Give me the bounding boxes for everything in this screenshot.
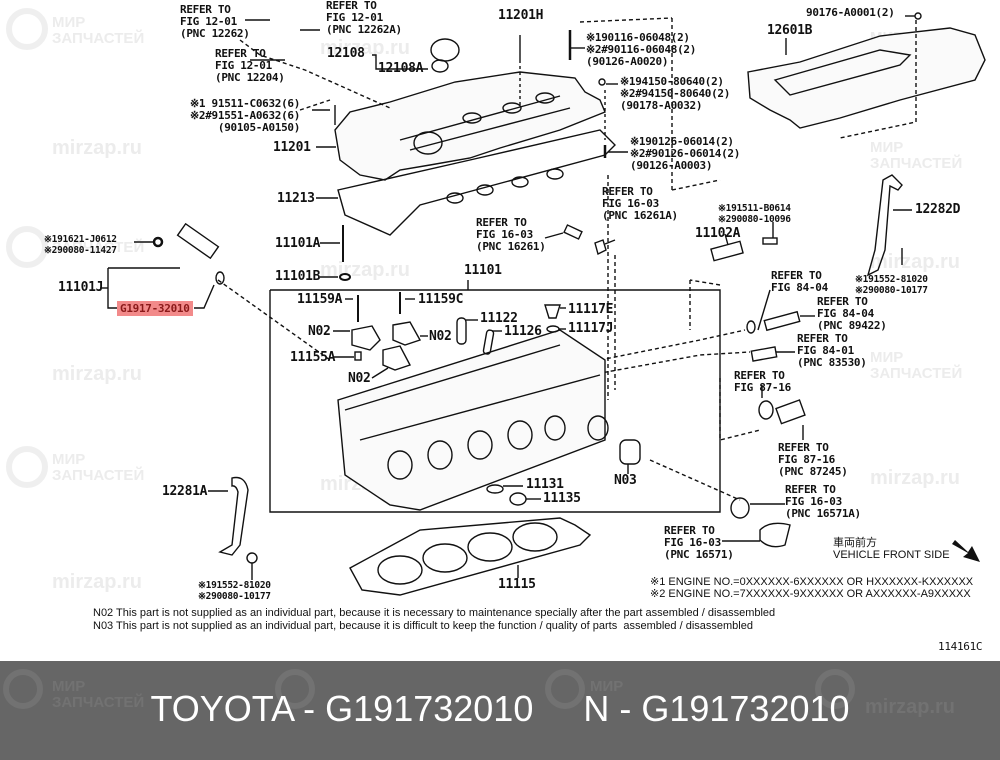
watermark-brand: МИР ЗАПЧАСТЕЙ (870, 349, 963, 382)
callout-stud-90116: ※190116-06048(2) ※2#90116-06048(2) (9012… (586, 31, 697, 68)
part-label-11101: 11101 (464, 263, 502, 278)
watermark-brand: МИР ЗАПЧАСТЕЙ (52, 678, 145, 711)
watermark-pin-icon (3, 669, 43, 709)
watermark-pin-icon (6, 446, 48, 488)
vehicle-front-label: 車両前方 VEHICLE FRONT SIDE (833, 537, 950, 561)
part-label-11135: 11135 (543, 491, 581, 506)
callout-nut-94150: ※194150-80640(2) ※2#94150-80640(2) (9017… (620, 75, 731, 112)
part-label-11159c: 11159C (418, 292, 464, 307)
part-label-11101b: 11101B (275, 269, 321, 284)
callout-90176: 90176-A0001(2) (806, 6, 895, 19)
footer-bar: МИР ЗАПЧАСТЕЙ МИР mirzap.ru TOYOTA - G19… (0, 661, 1000, 760)
callout-refer-12204: REFER TO FIG 12-01 (PNC 12204) (215, 47, 285, 84)
callout-refer-12262a: REFER TO FIG 12-01 (PNC 12262A) (326, 0, 402, 36)
callout-refer-16261a: REFER TO FIG 16-03 (PNC 16261A) (602, 185, 678, 222)
engine-note-1: ※1 ENGINE NO.=0XXXXXX-6XXXXXX OR HXXXXXX… (650, 576, 974, 588)
part-number-title: TOYOTA - G191732010 N - G191732010 (150, 688, 850, 729)
callout-refer-16571a: REFER TO FIG 16-03 (PNC 16571A) (785, 483, 861, 520)
callout-bolt-91621: ※191621-J0612 ※290080-11427 (44, 234, 117, 256)
callout-bolt-91511: ※1 91511-C0632(6) ※2#91551-A0632(6) (901… (190, 97, 301, 134)
part-note-n02: N02 This part is not supplied as an indi… (93, 607, 776, 619)
part-label-11159a: 11159A (297, 292, 343, 307)
watermark-pin-icon (6, 8, 48, 50)
part-label-12108a: 12108A (378, 61, 424, 76)
part-label-11101a: 11101A (275, 236, 321, 251)
part-label-n02: N02 (308, 324, 331, 339)
highlighted-part-label[interactable]: G1917-32010 (117, 301, 193, 316)
part-label-11213: 11213 (277, 191, 315, 206)
watermark-site: mirzap.ru (320, 37, 411, 59)
figure-id: 114161C (938, 640, 983, 653)
watermark-site: mirzap.ru (52, 363, 143, 385)
part-label-12601b: 12601B (767, 23, 813, 38)
parts-line-art (100, 12, 986, 596)
part-note-n03: N03 This part is not supplied as an indi… (93, 620, 753, 632)
part-label-11155a: 11155A (290, 350, 336, 365)
callout-bolt-91511b: ※191511-B0614 ※290080-10096 (718, 203, 791, 225)
callout-refer-84-04: REFER TO FIG 84-04 (771, 269, 828, 294)
part-label-11131: 11131 (526, 477, 564, 492)
callout-refer-12262: REFER TO FIG 12-01 (PNC 12262) (180, 3, 250, 40)
part-label-12281a: 12281A (162, 484, 208, 499)
callout-bolt-91552-left: ※191552-81020 ※290080-10177 (198, 580, 271, 602)
callout-refer-16261: REFER TO FIG 16-03 (PNC 16261) (476, 216, 546, 253)
part-label-11115: 11115 (498, 577, 536, 592)
part-label-11122: 11122 (480, 311, 518, 326)
part-label-11102a: 11102A (695, 226, 741, 241)
watermark-site: mirzap.ru (870, 467, 961, 489)
engine-note-2: ※2 ENGINE NO.=7XXXXXX-9XXXXXX OR AXXXXXX… (650, 588, 971, 600)
parts-diagram: МИР ЗАПЧАСТЕЙ mirzap.ru ЗАПЧАСТЕЙ mirzap… (6, 0, 986, 653)
part-label-11126: 11126 (504, 324, 542, 339)
part-label-11117j: 11117J (568, 321, 614, 336)
watermark-brand: МИР ЗАПЧАСТЕЙ (52, 451, 145, 484)
part-label-12282d: 12282D (915, 202, 961, 217)
callout-stud-90126: ※190126-06014(2) ※2#90126-06014(2) (9012… (630, 135, 741, 172)
callout-refer-83530: REFER TO FIG 84-01 (PNC 83530) (797, 332, 867, 369)
callout-refer-87245: REFER TO FIG 87-16 (PNC 87245) (778, 441, 848, 478)
part-label-n02: N02 (429, 329, 452, 344)
callout-refer-89422: REFER TO FIG 84-04 (PNC 89422) (817, 295, 887, 332)
watermark-site: mirzap.ru (52, 571, 143, 593)
part-label-11201h: 11201H (498, 8, 544, 23)
part-label-12108: 12108 (327, 46, 365, 61)
callout-bolt-91552-right: ※191552-81020 ※290080-10177 (855, 274, 928, 296)
watermark-brand: ЗАПЧАСТЕЙ (52, 239, 145, 256)
watermark-brand: МИР ЗАПЧАСТЕЙ (52, 14, 145, 47)
callout-refer-16571: REFER TO FIG 16-03 (PNC 16571) (664, 524, 734, 561)
part-label-n02: N02 (348, 371, 371, 386)
watermark-pin-icon (815, 669, 855, 709)
callout-refer-87-16: REFER TO FIG 87-16 (734, 369, 791, 394)
watermark-pin-icon (6, 226, 48, 268)
part-label-11201: 11201 (273, 140, 311, 155)
watermark-brand: МИР ЗАПЧАСТЕЙ (870, 139, 963, 172)
part-label-11117e: 11117E (568, 302, 614, 317)
part-label-11101j: 11101J (58, 280, 104, 295)
watermark-site: mirzap.ru (870, 251, 961, 273)
watermark-site: mirzap.ru (52, 137, 143, 159)
part-label-n03: N03 (614, 473, 637, 488)
watermark-site: mirzap.ru (865, 696, 956, 718)
watermark-pin-icon (545, 669, 585, 709)
watermark-pin-icon (275, 669, 315, 709)
watermark-brand: МИР (590, 678, 624, 695)
